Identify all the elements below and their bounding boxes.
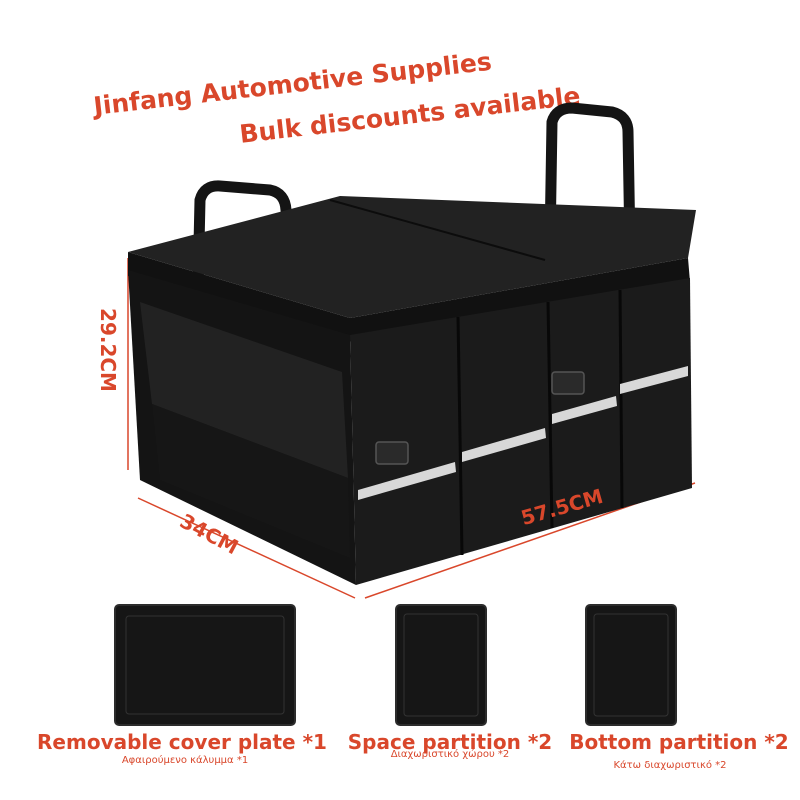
reflective-strip <box>620 366 688 394</box>
front-face <box>350 278 692 585</box>
space-partition-caption: Space partition *2 <box>347 730 553 754</box>
buckle <box>551 371 585 395</box>
cover-plate-caption: Removable cover plate *1 <box>37 730 327 754</box>
cover-plate-panel <box>114 604 296 726</box>
bottom-partition-inner <box>593 613 669 717</box>
pocket-divider <box>546 301 554 529</box>
space-partition-inner <box>403 613 479 717</box>
cover-plate-inner <box>125 615 285 715</box>
bottom-partition-panel <box>585 604 677 726</box>
left-handle <box>192 180 302 301</box>
cover-plate-subcaption: Αφαιρούμενο κάλυμμα *1 <box>121 755 249 766</box>
buckle <box>375 441 409 465</box>
pocket-divider <box>456 316 464 556</box>
reflective-strip <box>552 396 617 424</box>
height-dimension-label: 29.2CM <box>95 308 120 392</box>
side-pocket <box>152 404 350 558</box>
lid-top <box>128 196 696 318</box>
side-flap <box>140 302 348 478</box>
bottom-partition-caption: Bottom partition *2 <box>569 730 789 754</box>
space-partition-subcaption: Διαχωριστικό χώρου *2 <box>390 749 510 760</box>
right-handle <box>544 102 636 249</box>
depth-dimension-line <box>137 497 356 599</box>
bottom-partition-subcaption: Κάτω διαχωριστικό *2 <box>613 760 727 771</box>
space-partition-panel <box>395 604 487 726</box>
reflective-strip <box>462 428 546 462</box>
reflective-strip <box>358 462 456 500</box>
lid-seam <box>329 199 546 261</box>
pocket-divider <box>618 289 624 509</box>
